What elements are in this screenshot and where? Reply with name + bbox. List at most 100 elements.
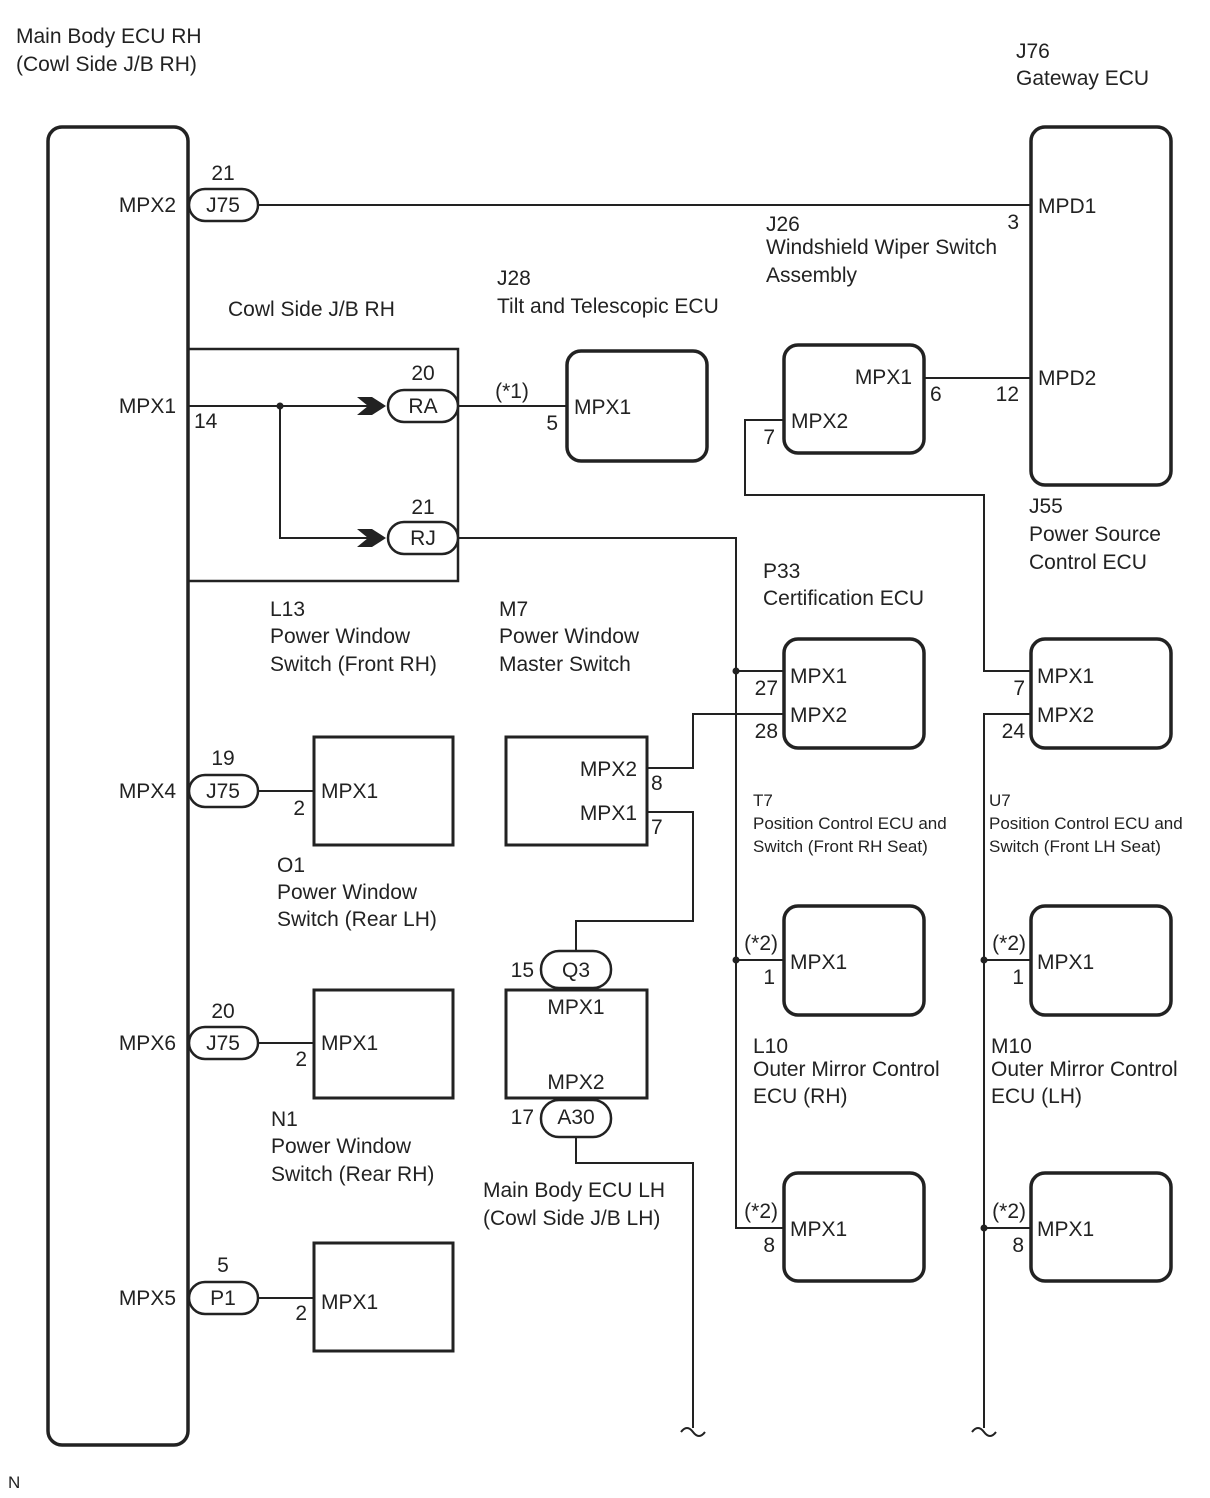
wire-rj-rh-bus [458,537,784,1229]
n1-name-1: Power Window [271,1135,412,1158]
u7-code: U7 [989,791,1011,810]
tilt-ecu-box [565,349,709,463]
wire-break-lh [971,1427,997,1437]
m10-note: (*2) [992,1200,1026,1223]
u7-pin-7: 7 [1013,677,1025,700]
n1-name-2: Switch (Rear RH) [271,1163,434,1186]
rh-seat-ecu-box [782,904,926,1017]
connector-q3-pin: 15 [511,959,534,982]
connector-pill [187,1280,260,1316]
j55-power-source-ecu: MPX1 MPX2 6 7 J55 Power Source Control E… [763,343,1161,574]
j28-name: Tilt and Telescopic ECU [497,295,719,318]
m7-code: M7 [499,598,528,621]
power-source-ecu-box [782,343,926,455]
l13-switch-terminal: MPX1 [321,1291,378,1314]
power-source-terminal-mpx2: MPX2 [791,410,848,433]
rh-seat-ecu-pin: 1 [763,966,775,989]
j28-tilt-telescopic-ecu: J28 Tilt and Telescopic ECU MPX1 5 (*1) [495,267,719,463]
u7-upper-ecu: MPX1 MPX2 7 24 [1002,637,1173,750]
l10-pin: 8 [763,1234,775,1257]
lh-seat-ecu-pin: 1 [1012,966,1024,989]
splice-points [276,402,988,1232]
power-source-terminal-mpx1: MPX1 [855,366,912,389]
lh-seat-ecu-box [1029,904,1173,1017]
terminal-mpx6: MPX6 [119,1032,176,1055]
t7-position-control-label: T7 Position Control ECU and Switch (Fron… [753,791,947,856]
m10-pin: 8 [1012,1234,1024,1257]
lh-seat-ecu-terminal: MPX1 [1037,951,1094,974]
wire-u7-lh-bus [983,713,1031,1428]
o1-power-window-rear-lh: MPX1 2 O1 Power Window Switch (Rear LH) [277,735,455,931]
cowl-side-jb-rh-label: Cowl Side J/B RH [228,298,395,321]
wire-jb-branch-rj [279,406,372,539]
connector-q3-id: Q3 [562,959,590,982]
cowl-side-jb-rh-box [186,347,460,583]
p33-code: P33 [763,560,800,583]
l13-name-1: Power Window [270,625,411,648]
main-body-ecu-rh-box [46,125,190,1447]
l13-power-window-label: L13 Power Window Switch (Front RH) [270,598,437,676]
l13-name-2: Switch (Front RH) [270,653,437,676]
j28-code: J28 [497,267,531,290]
j26-windshield-wiper-label: J26 Windshield Wiper Switch Assembly [766,213,997,287]
l10-note: (*2) [744,1200,778,1223]
master-switch-box [504,735,649,847]
u7-upper-ecu-box [1029,637,1173,750]
l10-outer-mirror-rh: L10 Outer Mirror Control ECU (RH) MPX1 8… [744,1035,940,1283]
master-switch-terminal-mpx2: MPX2 [580,758,637,781]
connector-j75-mpx4: J75 19 [187,747,260,809]
n1-power-window-rear-rh: MPX1 2 N1 Power Window Switch (Rear RH) [271,988,455,1186]
j55-name-1: Power Source [1029,523,1161,546]
n1-terminal: MPX1 [321,1032,378,1055]
gateway-ecu-box [1029,125,1173,487]
p33-certification-ecu: P33 Certification ECU MPX1 MPX2 27 28 [755,560,926,750]
connector-id: J75 [206,1032,240,1055]
n1-switch-box [312,988,455,1100]
connector-id: P1 [210,1287,236,1310]
main-body-ecu-lh: Q3 15 MPX1 MPX2 A30 17 Main Body ECU LH … [483,949,665,1230]
master-switch-pin-8: 8 [651,772,663,795]
tilt-ecu-terminal: MPX1 [574,396,631,419]
terminal-mpx4: MPX4 [119,780,177,803]
wire-break-rh [680,1427,706,1437]
j55-code: J55 [1029,495,1063,518]
connector-rj-pin: 21 [411,496,434,519]
l10-ecu-box [782,1171,926,1283]
splice-dot [276,402,284,410]
wire-m7-q3 [575,811,694,951]
j76-gateway-ecu: J76 Gateway ECU MPD1 3 MPD2 12 [996,40,1173,487]
connector-pin: 5 [217,1254,229,1277]
certification-pin-28: 28 [755,720,778,743]
m10-code: M10 [991,1035,1032,1058]
splice-dot [732,667,740,675]
o1-switch-box [312,735,455,847]
certification-terminal-mpx1: MPX1 [790,665,847,688]
connector-pin: 21 [211,162,234,185]
m7-name-1: Power Window [499,625,640,648]
u7-terminal-mpx2: MPX2 [1037,704,1094,727]
connector-ra-pin: 20 [411,362,434,385]
terminal-mpx2: MPX2 [119,194,176,217]
m7-power-window-master-switch: M7 Power Window Master Switch MPX2 MPX1 … [499,598,663,847]
l13-code: L13 [270,598,305,621]
arrow-icon [357,397,386,415]
main-body-ecu-lh-box [504,988,649,1100]
connector-a30-pin: 17 [511,1106,534,1129]
o1-name-2: Switch (Rear LH) [277,908,437,931]
connector-a30 [539,1098,613,1139]
tilt-ecu-pin: 5 [546,412,558,435]
connector-pin: 19 [211,747,234,770]
connector-pin: 20 [211,1000,234,1023]
l13-switch: MPX1 2 [295,1241,455,1353]
u7-position-control-label: U7 Position Control ECU and Switch (Fron… [989,791,1183,856]
t7-code: T7 [753,791,773,810]
connector-q3 [539,949,613,990]
power-source-pin-7: 7 [763,426,775,449]
rh-seat-ecu: MPX1 1 (*2) [744,904,926,1017]
connector-pill [187,1025,260,1061]
o1-code: O1 [277,854,305,877]
certification-pin-27: 27 [755,677,778,700]
main-body-ecu-lh-name-1: Main Body ECU LH [483,1179,665,1202]
pin-3: 3 [1007,211,1019,234]
o1-pin: 2 [293,797,305,820]
